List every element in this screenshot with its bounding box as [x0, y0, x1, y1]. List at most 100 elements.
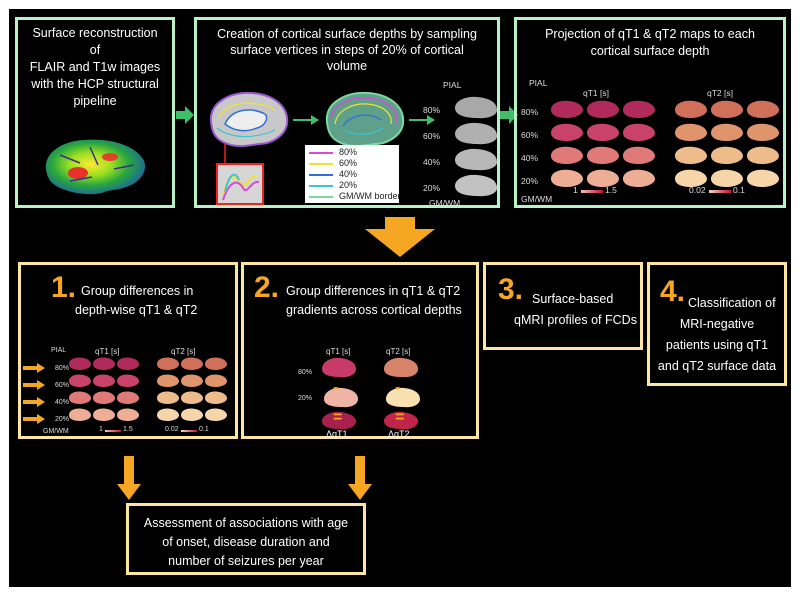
- qt2-label: qT2 [s]: [171, 347, 196, 356]
- box1-line-3: FLAIR and T1w images: [29, 60, 161, 74]
- brain-thumbnail: [205, 391, 227, 404]
- delta-qt1-label: ΔqT1: [326, 429, 348, 439]
- qt1-scale-max: 1.5: [605, 185, 617, 195]
- box1-line-5: pipeline: [73, 94, 117, 108]
- brain-thumbnail: [69, 374, 91, 387]
- qt2-scale-min: 0.02: [165, 426, 179, 433]
- qt2-scale-max: 0.1: [733, 185, 745, 195]
- brain-thumbnail: [181, 391, 203, 404]
- green-arrow-right-small-2: [409, 115, 435, 125]
- depth-label-20: 20%: [423, 183, 441, 193]
- brain-thumbnail: [747, 123, 779, 141]
- box-surface-reconstruction: Surface reconstruction of FLAIR and T1w …: [15, 17, 175, 208]
- brain-thumbnail: [675, 100, 707, 118]
- zoom-inset-image: [216, 144, 264, 205]
- box3-line-2: cortical surface depth: [590, 44, 710, 58]
- group-diff-grid-image: [69, 357, 227, 421]
- qt2-label: qT2 [s]: [386, 347, 411, 356]
- b3-line-2: qMRI profiles of FCDs: [514, 313, 637, 327]
- colored-surface-brain-image: [45, 139, 146, 195]
- b2-line-2: gradients across cortical depths: [286, 303, 462, 317]
- brain-thumbnail: [623, 123, 655, 141]
- brain-thumbnail: [747, 100, 779, 118]
- gmwm-label: GM/WM: [521, 194, 553, 204]
- brain-thumbnail: [551, 169, 583, 187]
- pial-label: PIAL: [529, 78, 548, 88]
- step-number-4: 4.: [660, 275, 686, 308]
- brain-thumbnail: [93, 391, 115, 404]
- legend-item-20: 20%: [309, 180, 395, 191]
- minus-sign-1: -: [333, 379, 339, 396]
- brain-thumbnail: [157, 374, 179, 387]
- brain-thumbnail: [623, 146, 655, 164]
- brain-thumbnail: [157, 408, 179, 421]
- orange-arrow-down-big: [365, 217, 435, 257]
- equals-sign-2: =: [395, 409, 405, 426]
- box1-line-2: of: [89, 43, 101, 57]
- green-arrow-right-2: [500, 106, 518, 124]
- depth-color-legend: 80% 60% 40% 20% GM/WM border: [305, 145, 401, 203]
- box-associations: Assessment of associations with age of o…: [126, 503, 366, 575]
- brain-thumbnail: [675, 123, 707, 141]
- final-line-2: of onset, disease duration and: [162, 535, 330, 549]
- box1-line-4: with the HCP structural: [31, 77, 159, 91]
- grey-brain-stack-image: [455, 96, 497, 197]
- brain-thumbnail: [675, 146, 707, 164]
- final-line-3: number of seizures per year: [168, 554, 324, 568]
- box2-line-1: Creation of cortical surface depths by s…: [217, 27, 477, 41]
- b1-line-2: depth-wise qT1 & qT2: [75, 303, 198, 317]
- pial-label: PIAL: [51, 347, 67, 354]
- depth-label-80: 80%: [423, 105, 441, 115]
- depth-label-20: 20%: [521, 176, 539, 186]
- qt2-scale-max: 0.1: [199, 426, 209, 433]
- step-number-2: 2.: [254, 271, 280, 304]
- brain-thumbnail: [117, 357, 139, 370]
- qt2-scale-min: 0.02: [689, 185, 706, 195]
- depth-label-80: 80%: [55, 365, 70, 372]
- qt1-label: qT1 [s]: [326, 347, 351, 356]
- brain-thumbnail: [711, 146, 743, 164]
- orange-arrow-down-1: [117, 456, 141, 500]
- box3-line-1: Projection of qT1 & qT2 maps to each: [545, 27, 755, 41]
- brain-thumbnail: [181, 374, 203, 387]
- b4-line-2: MRI-negative: [679, 317, 755, 331]
- depth-label-40: 40%: [521, 153, 539, 163]
- box-projection-maps: Projection of qT1 & qT2 maps to each cor…: [514, 17, 786, 208]
- medial-brain-image: [209, 91, 289, 147]
- qt1-colorbar: [105, 430, 121, 432]
- legend-item-gmwm: GM/WM border: [309, 191, 401, 202]
- qt1-label: qT1 [s]: [95, 347, 120, 356]
- brain-thumbnail: [711, 169, 743, 187]
- brain-thumbnail: [587, 123, 619, 141]
- brain-thumbnail: [623, 100, 655, 118]
- b4-line-4: and qT2 surface data: [657, 359, 777, 373]
- brain-thumbnail: [69, 391, 91, 404]
- brain-thumbnail: [587, 100, 619, 118]
- depth-label-60: 60%: [55, 382, 70, 389]
- brain-thumbnail: [623, 169, 655, 187]
- layered-brain-image: [325, 91, 405, 147]
- figure-canvas: Surface reconstruction of FLAIR and T1w …: [9, 9, 791, 587]
- brain-thumbnail: [117, 391, 139, 404]
- depth-label-20: 20%: [55, 416, 70, 423]
- legend-item-60: 60%: [309, 158, 395, 169]
- qt1-scale-max: 1.5: [123, 426, 133, 433]
- qt2-colorbar: [181, 430, 197, 432]
- green-arrow-right-small-1: [293, 115, 319, 125]
- brain-thumbnail: [587, 169, 619, 187]
- orange-arrow-down-2: [348, 456, 372, 500]
- gradient-brains-image: [322, 357, 420, 430]
- qt2-colorbar: [709, 190, 731, 193]
- legend-item-80: 80%: [309, 147, 395, 158]
- brain-thumbnail: [711, 123, 743, 141]
- equals-sign-1: =: [333, 409, 343, 426]
- box-group-differences-depth: 1. Group differences in depth-wise qT1 &…: [18, 262, 238, 439]
- brain-thumbnail: [157, 391, 179, 404]
- brain-thumbnail: [93, 374, 115, 387]
- brain-thumbnail: [587, 146, 619, 164]
- qt1-scale-min: 1: [573, 185, 578, 195]
- pial-label: PIAL: [443, 80, 462, 90]
- box-group-differences-gradients: 2. Group differences in qT1 & qT2 gradie…: [241, 262, 479, 439]
- qt2-label: qT2 [s]: [707, 88, 733, 98]
- step-number-1: 1.: [51, 271, 77, 304]
